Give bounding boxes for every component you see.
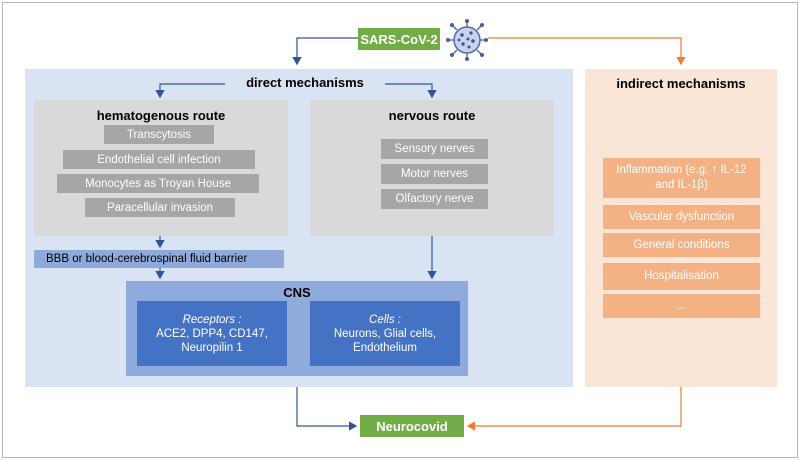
cns-receptors-box: Receptors : ACE2, DPP4, CD147, Neuropili… (137, 301, 287, 366)
cns-cells-box: Cells : Neurons, Glial cells, Endotheliu… (310, 301, 460, 366)
nervous-item: Motor nerves (381, 164, 488, 184)
hematogenous-item: Paracellular invasion (85, 198, 235, 217)
arrow-to-hematogenous (155, 83, 228, 99)
receptors-heading: Receptors : (182, 313, 242, 326)
virus-icon (446, 19, 488, 61)
nervous-item: Sensory nerves (381, 139, 488, 159)
indirect-item: Vascular dysfunction (603, 205, 760, 229)
neurocovid-label: Neurocovid (376, 418, 448, 434)
cells-heading: Cells : (369, 313, 401, 326)
indirect-mechanisms-title: indirect mechanisms (616, 76, 746, 91)
hematogenous-route-title: hematogenous route (96, 108, 226, 123)
arrow-to-direct (292, 37, 358, 66)
arrow-to-indirect (488, 37, 686, 66)
cells-text: Neurons, Glial cells, Endothelium (333, 327, 437, 354)
hematogenous-item: Transcytosis (104, 125, 214, 144)
sars-cov-2-node: SARS-CoV-2 (358, 28, 440, 50)
direct-mechanisms-title: direct mechanisms (225, 73, 385, 93)
arrow-direct-to-neurocovid (296, 387, 358, 431)
receptors-text: ACE2, DPP4, CD147, Neuropilin 1 (156, 327, 268, 354)
hematogenous-item: Endothelial cell infection (63, 150, 255, 169)
cns-title: CNS (283, 285, 311, 300)
neurocovid-node: Neurocovid (360, 415, 464, 437)
indirect-item: Inflammation (e.g. ↑ IL-12 and IL-1β) (603, 158, 760, 198)
barrier-label: BBB or blood-cerebrospinal fluid barrier (46, 253, 248, 265)
arrow-indirect-to-neurocovid (466, 387, 682, 431)
nervous-route-title: nervous route (388, 108, 476, 123)
hematogenous-item: Monocytes as Troyan House (57, 174, 259, 193)
arrow-to-nervous (385, 83, 437, 99)
sars-cov-2-label: SARS-CoV-2 (360, 31, 438, 47)
indirect-item: General conditions (603, 233, 760, 257)
nervous-item: Olfactory nerve (381, 189, 488, 209)
indirect-item: Hospitalisation (603, 263, 760, 290)
indirect-item: ... (603, 294, 760, 318)
barrier-box: BBB or blood-cerebrospinal fluid barrier (34, 250, 284, 268)
